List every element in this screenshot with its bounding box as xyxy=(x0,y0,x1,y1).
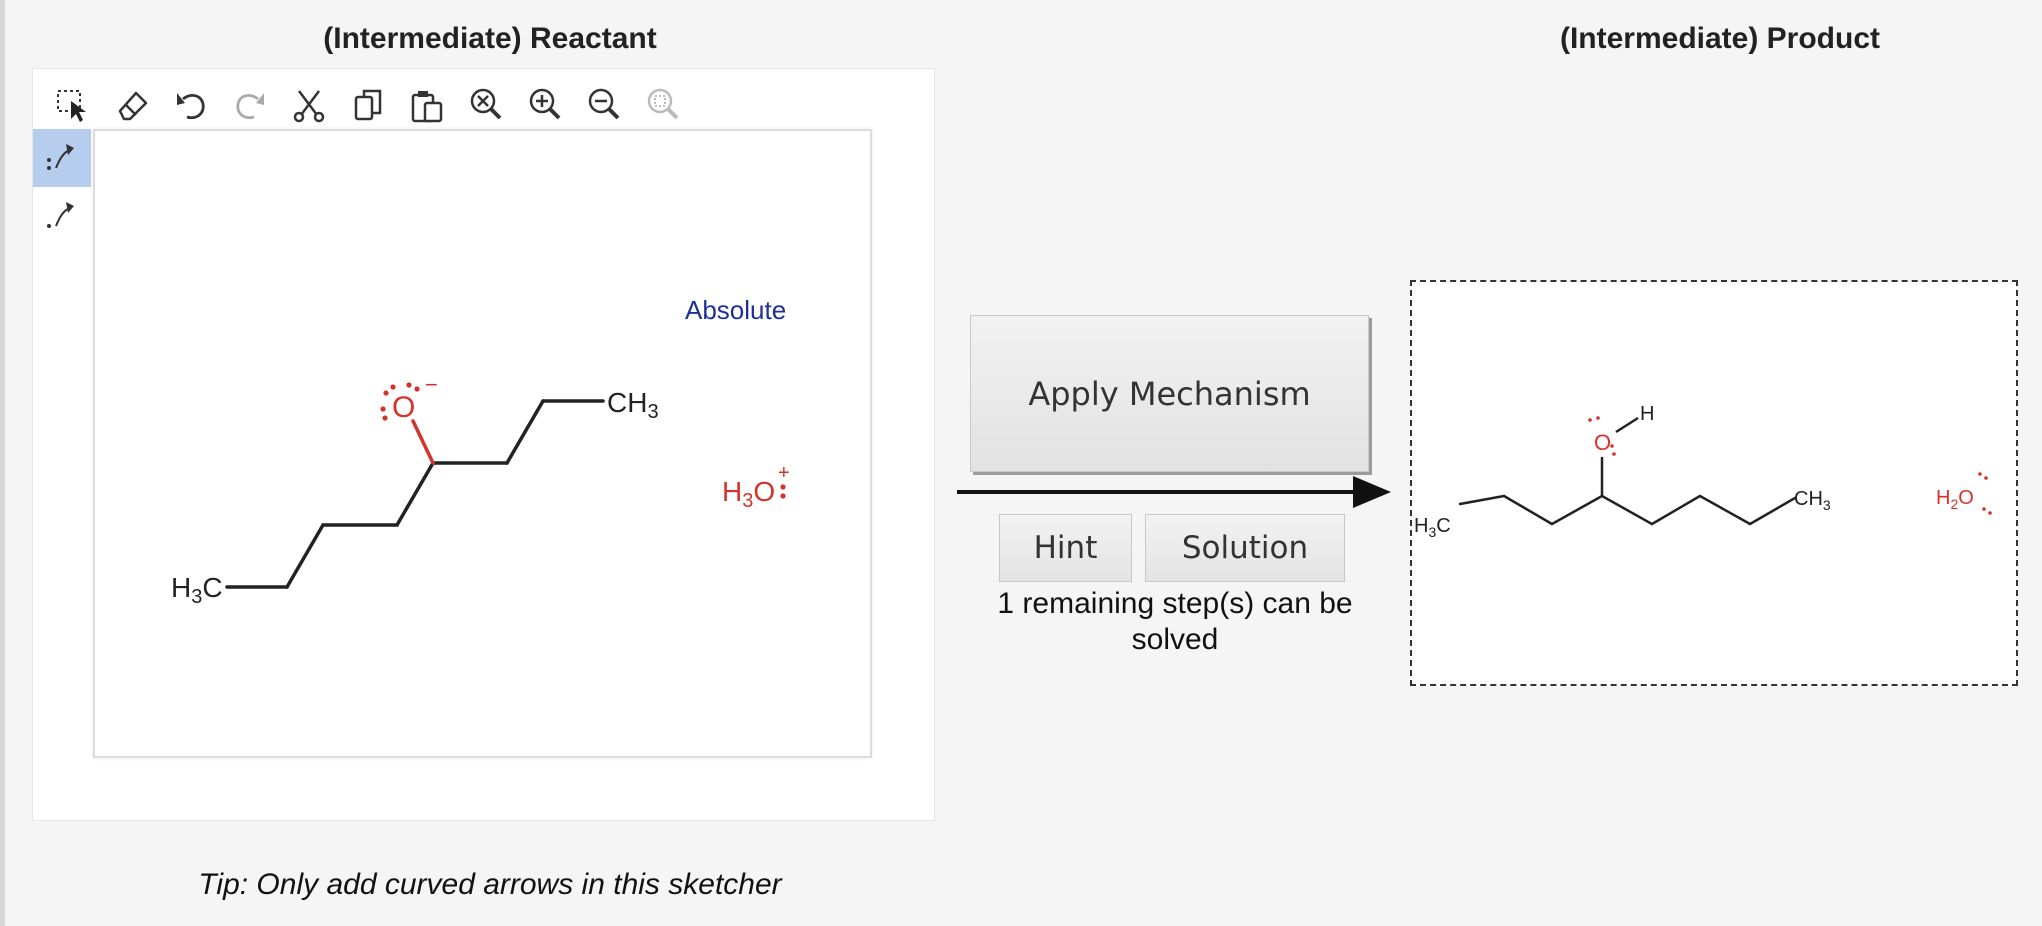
single-electron-arrow-icon xyxy=(47,202,74,228)
zoom-fit-button[interactable] xyxy=(633,79,692,131)
c-o-bond xyxy=(411,419,435,465)
zoom-in-icon xyxy=(529,88,560,120)
hydronium-charge: + xyxy=(778,462,790,484)
hydronium-lone-pair xyxy=(780,484,786,499)
product-heading: (Intermediate) Product xyxy=(1559,22,1881,55)
product-ch3-label: CH3 xyxy=(1794,488,1831,513)
redo-button[interactable] xyxy=(220,79,279,131)
bond xyxy=(1550,494,1604,526)
left-edge-rule xyxy=(0,0,5,926)
bond xyxy=(505,399,545,465)
hydronium-label: H3O xyxy=(722,476,775,512)
undo-icon xyxy=(176,93,205,120)
reactant-oxygen: O xyxy=(392,391,415,424)
ch3-right-label: CH3 xyxy=(607,387,659,423)
cut-icon xyxy=(293,90,324,123)
oxygen-charge: − xyxy=(425,372,438,397)
paste-button[interactable] xyxy=(397,79,456,131)
paste-icon xyxy=(411,91,442,123)
electron-pair-arrow-button[interactable] xyxy=(33,129,91,187)
status-line-2: solved xyxy=(1131,623,1219,656)
bond xyxy=(1458,494,1506,506)
single-electron-arrow-button[interactable] xyxy=(33,187,91,245)
zoom-clear-button[interactable] xyxy=(456,79,515,131)
zoom-fit-icon xyxy=(647,88,678,120)
eraser-icon xyxy=(118,91,147,121)
bond xyxy=(1600,494,1654,526)
hint-button[interactable]: Hint xyxy=(999,514,1132,582)
product-molecule: O H H3C CH3 H2O xyxy=(1414,403,1992,540)
status-line-1: 1 remaining step(s) can be xyxy=(997,587,1353,620)
selection-tool-button[interactable] xyxy=(43,79,102,131)
product-h3c-label: H3C xyxy=(1414,515,1451,540)
bond xyxy=(285,523,325,589)
bond xyxy=(395,461,435,527)
bond xyxy=(1650,494,1702,526)
o-h-bond xyxy=(1615,416,1639,434)
reaction-arrow xyxy=(957,476,1391,508)
h3c-left-label: H3C xyxy=(171,572,223,608)
product-oxygen-lone-pairs xyxy=(1588,416,1616,456)
copy-button[interactable] xyxy=(338,79,397,131)
electron-pair-arrow-icon xyxy=(47,144,74,170)
redo-icon xyxy=(235,93,264,120)
bond xyxy=(1748,496,1797,526)
zoom-in-button[interactable] xyxy=(515,79,574,131)
cut-button[interactable] xyxy=(279,79,338,131)
bond xyxy=(1698,494,1752,526)
zoom-clear-icon xyxy=(470,88,501,120)
product-display: O H H3C CH3 H2O xyxy=(1410,280,2018,686)
stereo-label: Absolute xyxy=(685,295,786,325)
bond xyxy=(1502,494,1554,526)
reactant-heading: (Intermediate) Reactant xyxy=(323,22,657,55)
zoom-out-icon xyxy=(588,88,619,120)
product-water-label: H2O xyxy=(1936,487,1974,512)
reactant-sketcher[interactable]: Absolute O − CH3 H3C H3O + xyxy=(32,68,935,821)
solution-button[interactable]: Solution xyxy=(1145,514,1345,582)
selection-tool-icon xyxy=(56,90,86,122)
water-lone-pairs xyxy=(1978,472,1992,515)
reactant-canvas[interactable]: Absolute O − CH3 H3C H3O + xyxy=(93,129,872,758)
sketcher-toolbar xyxy=(43,79,692,131)
product-oxygen: O xyxy=(1594,430,1611,455)
undo-button[interactable] xyxy=(161,79,220,131)
remaining-steps-status: 1 remaining step(s) can be solved xyxy=(970,586,1380,658)
sketcher-tip: Tip: Only add curved arrows in this sket… xyxy=(198,868,782,901)
apply-mechanism-button[interactable]: Apply Mechanism xyxy=(970,315,1369,472)
oxygen-lone-pairs xyxy=(380,382,420,421)
eraser-button[interactable] xyxy=(102,79,161,131)
product-hydrogen: H xyxy=(1640,403,1654,425)
copy-icon xyxy=(354,89,381,121)
reactant-molecule: Absolute O − CH3 H3C H3O + xyxy=(171,295,790,608)
zoom-out-button[interactable] xyxy=(574,79,633,131)
arrow-tool-sidebar xyxy=(33,129,91,245)
